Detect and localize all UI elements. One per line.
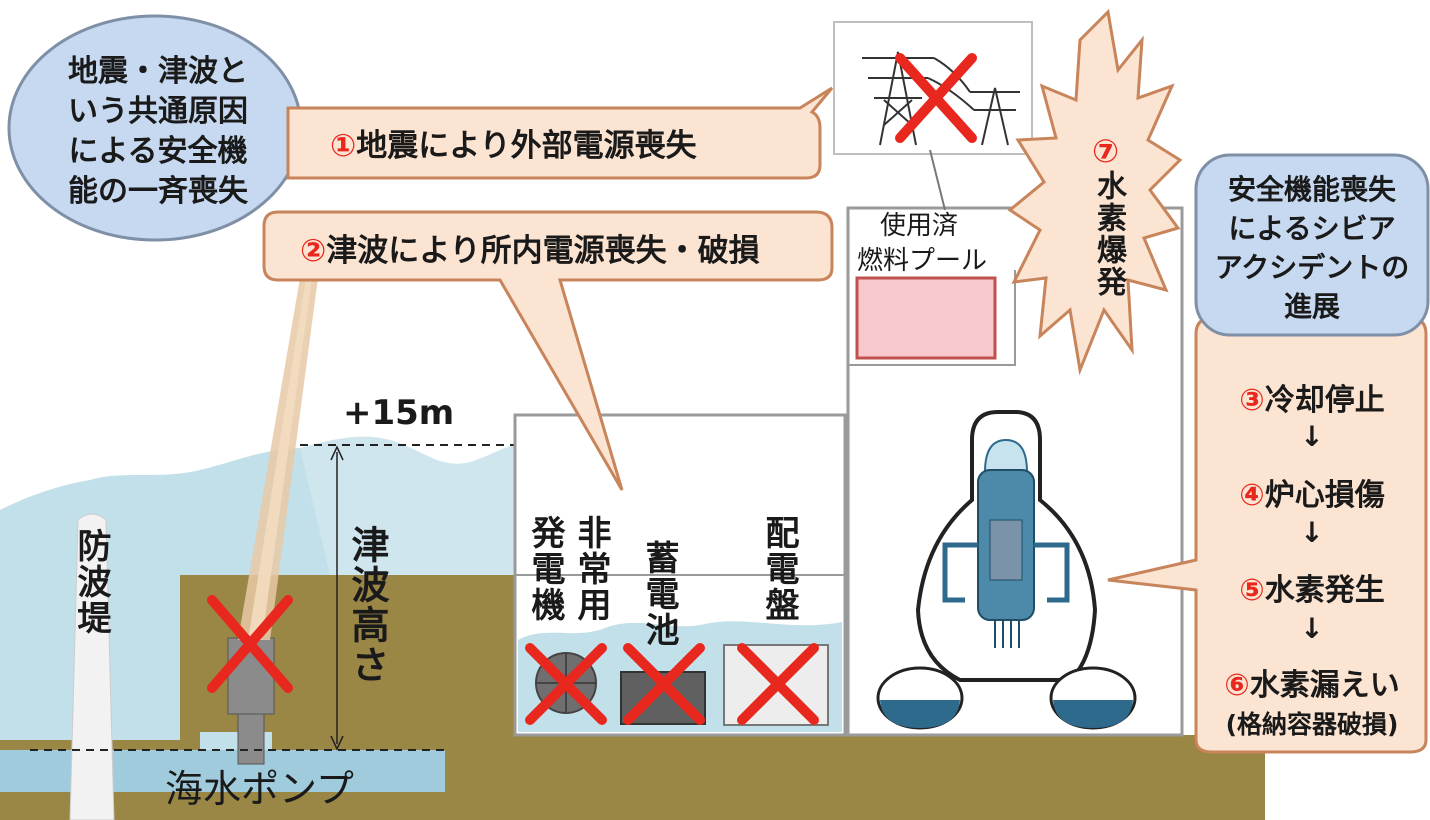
suppression-water-right [1053, 700, 1133, 728]
sea-pump-label: 海水ポンプ [165, 767, 354, 811]
down-arrow-icon: ↓ [1300, 612, 1324, 645]
callout-external-power-text: ①地震により外部電源喪失 [330, 128, 697, 164]
arrowhead-down [330, 735, 344, 751]
progression-title-line: によるシビア [1228, 212, 1396, 245]
arrowhead-up [330, 445, 344, 461]
step-hydrogen-generation: ⑤水素発生 [1239, 573, 1385, 608]
step-containment-damage: (格納容器破損) [1225, 710, 1399, 739]
progression-panel-shape [1107, 316, 1428, 754]
explosion-label: 水素爆発 [1091, 170, 1126, 298]
sea-pump-shaft [237, 713, 265, 765]
battery-label: 蓄電池 [639, 540, 679, 648]
cause-line: 地震・津波と [68, 54, 248, 89]
callout-external-power-shape [286, 86, 834, 180]
breakwater-wall [69, 513, 115, 820]
cause-bubble: 地震・津波と いう共通原因 による安全機 能の一斉喪失 [48, 52, 268, 212]
down-arrow-icon: ↓ [1300, 420, 1324, 453]
tsunami-height-label: +15m [343, 393, 455, 433]
emergency-generator-label-col2: 非常用 [571, 515, 611, 623]
explosion-burst-shape [1007, 8, 1183, 376]
control-rods [994, 620, 1020, 648]
cause-line: いう共通原因 [68, 94, 248, 129]
progression-title-line: アクシデントの [1214, 251, 1410, 284]
spent-fuel-pool-label-2: 燃料プール [857, 246, 988, 276]
tsunami-height-caption: 津波高さ [345, 525, 389, 685]
equipment-cross-icons [525, 643, 819, 725]
callout-internal-power-shape [262, 210, 834, 491]
cause-line: 能の一斉喪失 [68, 174, 248, 209]
reactor-core [989, 519, 1023, 581]
down-arrow-icon: ↓ [1300, 516, 1324, 549]
step-hydrogen-leak: ⑥水素漏えい [1224, 668, 1400, 703]
step-core-damage: ④炉心損傷 [1239, 478, 1385, 513]
callout-internal-power-text: ②津波により所内電源喪失・破損 [300, 233, 760, 269]
progression-title-line: 進展 [1283, 290, 1340, 323]
spent-fuel-pool-label-1: 使用済 [880, 211, 959, 241]
emergency-generator-label-col1: 発電機 [525, 515, 565, 623]
cause-line: による安全機 [68, 134, 248, 169]
progression-title: 安全機能喪失 によるシビア アクシデントの 進展 [1198, 170, 1426, 326]
progression-title-line: 安全機能喪失 [1227, 173, 1396, 206]
pump-cross-icon [207, 595, 293, 693]
explosion-number: ⑦ [1092, 132, 1120, 170]
step-cooling-stop: ③冷却停止 [1239, 383, 1385, 418]
suppression-water-left [880, 700, 960, 728]
water-spray-core [248, 278, 312, 640]
power-line-connector [929, 149, 946, 211]
reactor-building-inner [848, 270, 1016, 366]
reactor-dome [983, 438, 1029, 473]
spent-fuel-pool [855, 276, 997, 360]
reactor-piping [942, 542, 1070, 603]
tsunami-crest [300, 436, 515, 575]
progression-title-shape [1194, 153, 1430, 337]
breakwater-label: 防波堤 [71, 528, 111, 636]
switchboard-label: 配電盤 [759, 515, 799, 623]
pylon-cross-icon [895, 53, 977, 143]
